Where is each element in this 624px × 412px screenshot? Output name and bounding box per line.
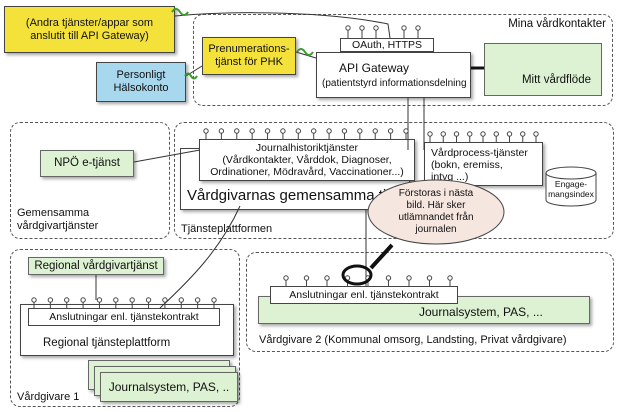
journalsystem-label-2: Journalsystem, PAS, ... xyxy=(419,305,543,319)
journalsystem-box-1: Journalsystem, PAS, .. xyxy=(100,372,238,402)
api-gateway-title: API Gateway xyxy=(339,61,410,75)
group-vardgivare1: Vårdgivare 1 xyxy=(10,249,240,407)
group-vardgivare2: Vårdgivare 2 (Kommunal omsorg, Landsting… xyxy=(246,252,614,352)
api-gateway-subtitle: (patientstyrd informationsdelning xyxy=(322,78,467,89)
personligt-halsokonto-box: Personligt Hälsokonto xyxy=(96,62,186,102)
group-gemensamma-vardgivartjanster: Gemensamma vårdgivartjänster xyxy=(10,122,170,239)
group-label-gemensamma: Gemensamma vårdgivartjänster xyxy=(17,207,99,232)
mitt-vardflode-box: Mitt vårdflöde xyxy=(484,43,602,96)
group-label-vardgivare2: Vårdgivare 2 (Kommunal omsorg, Landsting… xyxy=(259,334,567,346)
regional-vardgivartjanst-box: Regional vårdgivartjänst xyxy=(28,257,164,275)
group-label-vardgivare1: Vårdgivare 1 xyxy=(17,391,80,403)
group-label-mina-vardkontakter: Mina vårdkontakter xyxy=(508,18,606,30)
anslutningar-box-2: Anslutningar enl. tjänstekontrakt xyxy=(270,286,458,304)
journalhistorik-box: Journalhistoriktjänster (Vårdkontakter, … xyxy=(199,139,415,181)
mitt-vardflode-label: Mitt vårdflöde xyxy=(521,74,591,86)
group-label-tjansteplattformen: Tjänsteplattformen xyxy=(181,223,273,235)
npo-etjanst-box: NPÖ e-tjänst xyxy=(40,150,134,177)
prenumerationstjanst-box: Prenumerations- tjänst för PHK xyxy=(202,37,296,75)
oauth-box: OAuth, HTTPS xyxy=(340,38,434,52)
andra-tjanster-box: (Andra tjänster/appar som anslutit till … xyxy=(4,6,175,53)
regional-tjansteplattform-label: Regional tjänsteplattform xyxy=(43,337,171,349)
api-gateway-box: API Gateway (patientstyrd informationsde… xyxy=(316,52,471,98)
engagemangsindex-cylinder xyxy=(545,166,597,207)
anslutningar-box-1: Anslutningar enl. tjänstekontrakt xyxy=(28,308,220,326)
vardprocess-box: Vårdprocess-tjänster (bokn, eremiss, int… xyxy=(424,142,543,186)
group-mina-vardkontakter: Mina vårdkontakter xyxy=(193,14,613,106)
engagemangsindex-label: Engage- mangsindex xyxy=(548,179,594,199)
callout-text: Förstoras i nästa bild. Här sker utlämna… xyxy=(398,188,474,235)
